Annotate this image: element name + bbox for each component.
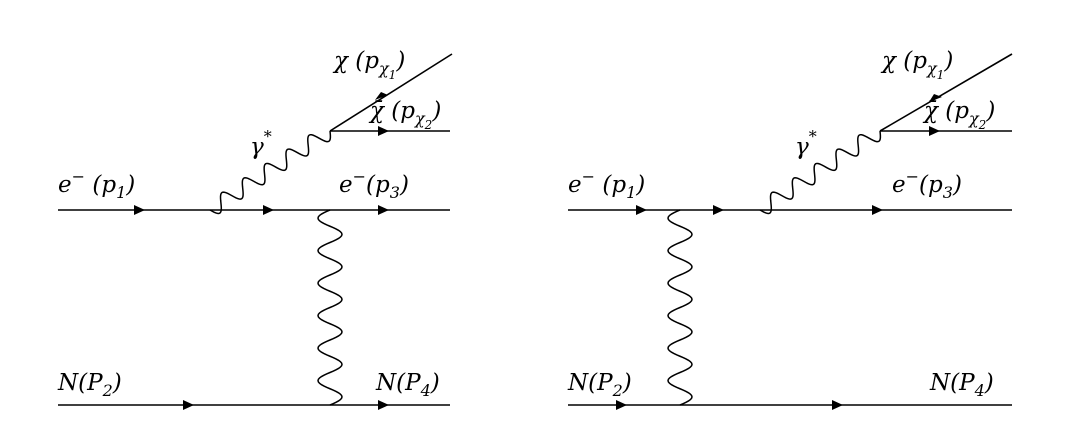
electron-mid-arrow [713, 205, 724, 215]
label-nucleus-in: N(P2) [567, 370, 632, 400]
label-electron-in: e− (p1) [58, 167, 135, 202]
label-chi: χ (pχ1) [332, 48, 405, 82]
label-electron-out: e−(p3) [892, 167, 962, 202]
label-chibar: χ̄ (pχ2) [922, 98, 995, 132]
exchange-photon [317, 209, 343, 406]
label-photon: γ* [250, 127, 272, 160]
chi-arrow [375, 92, 388, 100]
chi-arrow [929, 94, 942, 102]
electron-in-arrow [636, 205, 647, 215]
electron-out-arrow [872, 205, 883, 215]
diagram-right: e− (p1) e−(p3) N(P2) N(P4) γ* χ (pχ1) χ̄… [567, 48, 1013, 410]
label-electron-out: e−(p3) [339, 167, 409, 202]
chi-line [329, 53, 453, 132]
electron-out-arrow [378, 205, 389, 215]
virtual-photon [759, 130, 882, 215]
nucleus-in-arrow [183, 400, 194, 410]
nucleus-in-arrow [616, 400, 627, 410]
label-chi: χ (pχ1) [880, 48, 953, 82]
nucleus-out-arrow [832, 400, 843, 410]
electron-in-arrow [134, 205, 145, 215]
label-chibar: χ̄ (pχ2) [368, 98, 441, 132]
label-nucleus-out: N(P4) [375, 370, 440, 400]
exchange-photon [667, 209, 693, 406]
label-photon: γ* [795, 127, 817, 160]
label-nucleus-out: N(P4) [929, 370, 994, 400]
diagram-left: e− (p1) e−(p3) N(P2) N(P4) γ* χ (pχ1) χ̄… [57, 48, 453, 410]
label-nucleus-in: N(P2) [57, 370, 122, 400]
chi-line [879, 53, 1013, 132]
virtual-photon [209, 130, 332, 215]
nucleus-out-arrow [378, 400, 389, 410]
electron-mid-arrow [263, 205, 274, 215]
chibar-arrow [929, 126, 940, 136]
label-electron-in: e− (p1) [568, 167, 645, 202]
chibar-arrow [378, 126, 389, 136]
